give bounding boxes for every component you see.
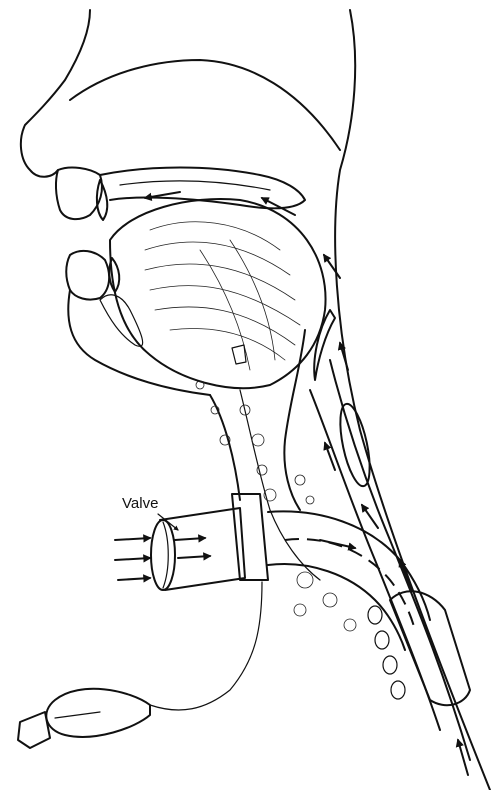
hard-palate: [99, 166, 306, 210]
upper-tooth: [95, 179, 109, 221]
airflow-arrows-inflow: [114, 534, 357, 583]
valve-inner-ring: [162, 521, 169, 589]
cervical-spine-outline: [239, 389, 321, 581]
esophagus-back-wall: [329, 359, 471, 761]
mandible-chin: [67, 289, 211, 396]
arrow-icon: [177, 552, 212, 561]
lower-lip: [65, 249, 111, 301]
arrow-icon: [114, 554, 152, 563]
tissue-texture: [195, 380, 357, 632]
pharynx-front-wall: [283, 329, 306, 511]
hyoid-bone: [231, 344, 247, 365]
arrow-icon: [361, 503, 379, 529]
tracheal-tube-lumen: [284, 538, 416, 631]
trachea-rings: [367, 605, 406, 700]
laryngeal-opening: [339, 402, 371, 488]
valve-leader-line: [157, 513, 179, 531]
arrow-icon: [323, 253, 341, 279]
esophagus-front-wall: [309, 389, 441, 731]
tube-flange: [231, 493, 269, 581]
palate-inner-line: [119, 180, 271, 191]
arrow-icon: [398, 558, 413, 591]
pilot-line: [149, 581, 263, 711]
tracheal-tube-upper-wall: [267, 510, 431, 621]
valve-label: Valve: [122, 495, 158, 512]
pilot-valve-connector: [17, 711, 51, 749]
arrow-icon: [143, 191, 181, 202]
forehead-nose-outline: [69, 59, 341, 151]
jaw-bone: [99, 294, 144, 347]
arrow-icon: [319, 539, 357, 551]
arrow-icon: [117, 574, 152, 583]
arrow-icon: [174, 534, 207, 543]
front-of-neck: [209, 394, 241, 501]
arrow-icon: [337, 341, 349, 371]
pilot-balloon-stem: [54, 711, 101, 719]
tube-cuff: [389, 590, 471, 707]
arrow-icon: [260, 197, 296, 216]
arrow-icon: [114, 534, 152, 543]
valve-opening: [150, 519, 176, 591]
arrow-icon: [455, 738, 469, 776]
tongue: [109, 198, 327, 390]
lower-tooth: [108, 257, 121, 293]
epiglottis: [313, 309, 336, 381]
tongue-muscle-fibers: [144, 221, 301, 371]
upper-lip: [54, 166, 103, 221]
airflow-arrows-upward: [143, 191, 469, 776]
tracheal-tube-lower-wall: [267, 563, 406, 651]
arrow-icon: [323, 441, 336, 471]
valve-body: [159, 507, 246, 591]
